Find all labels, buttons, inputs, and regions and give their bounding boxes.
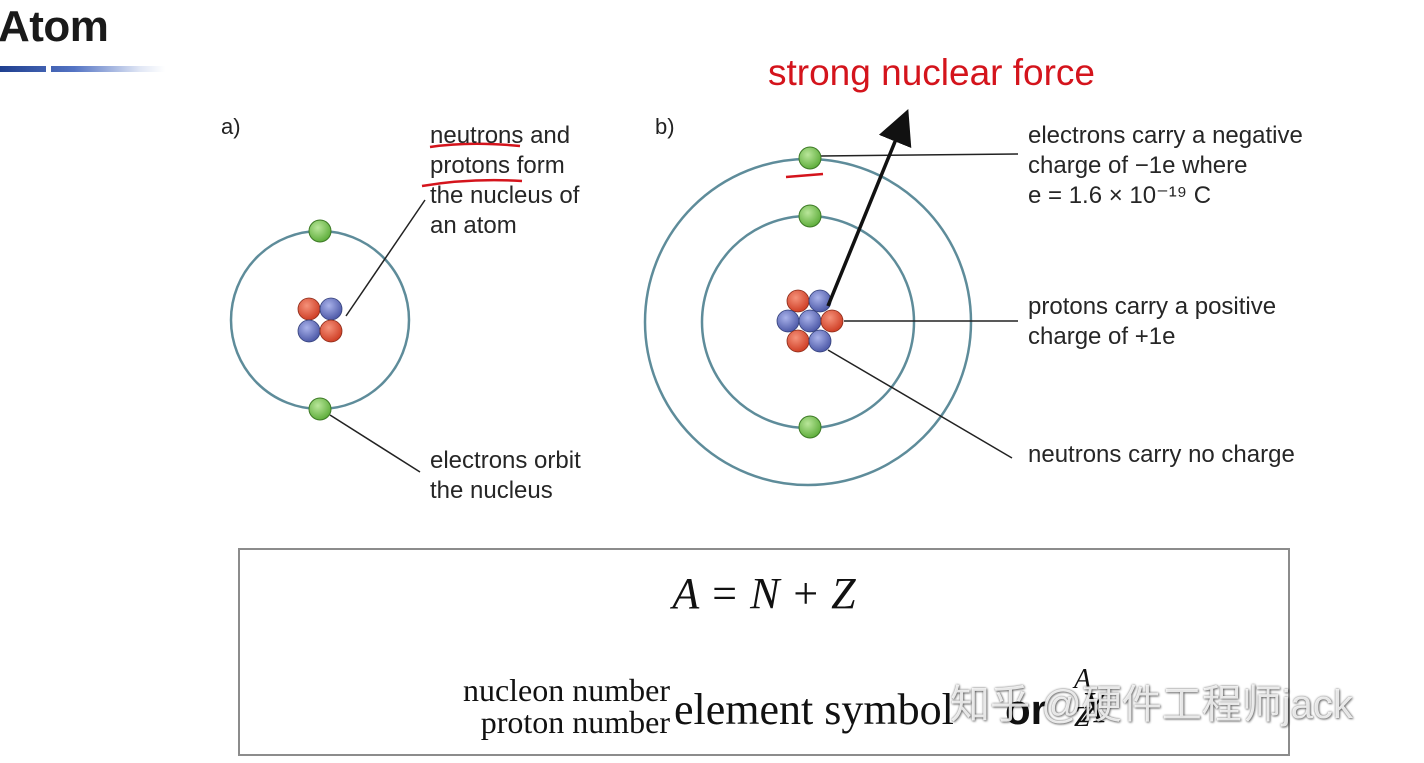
nucleon-number-label: nucleon number (462, 672, 670, 708)
red-underline-neutrons (429, 142, 521, 149)
neutron (297, 319, 321, 343)
neutron (776, 309, 800, 333)
nucleus-b (776, 289, 844, 353)
electron-b-outer (798, 146, 822, 170)
or-label: or (1005, 686, 1047, 733)
red-underline-protons (421, 178, 523, 188)
nucleon-equation: A = N + Z (672, 569, 856, 618)
formula-box: A = N + Z nucleon number proton number e… (238, 548, 1290, 756)
annotation-line: charge of +1e (1028, 323, 1176, 350)
strong-force-label: strong nuclear force (768, 52, 1096, 93)
atomic-number-symbol: Z (1074, 702, 1090, 733)
proton (820, 309, 844, 333)
annotation-line: protons carry a positive (1028, 293, 1277, 320)
annotation-line: charge of −1e where (1028, 152, 1248, 179)
annotation-line: electrons orbit (430, 447, 581, 474)
diagram-b-label: b) (655, 114, 675, 139)
annotation-line: the nucleus (430, 477, 553, 504)
diagram-a-label: a) (221, 114, 241, 139)
annotation-line: neutrons and (430, 122, 571, 149)
annotation-line: electrons carry a negative (1028, 122, 1303, 149)
pointer-line-a-electron (329, 414, 421, 473)
neutron (319, 297, 343, 321)
element-symbol-label: element symbol (674, 685, 954, 734)
electron-a-bottom (308, 397, 332, 421)
proton (786, 329, 810, 353)
watermark: 知乎 @硬件工程师jack (950, 683, 1353, 727)
proton-number-label: proton number (480, 704, 670, 740)
annotation-proton-b: protons carry a positive charge of +1e (1028, 292, 1276, 352)
title-underline-bar (0, 66, 165, 72)
red-underline-electron (785, 172, 824, 179)
element-symbol: X (1080, 683, 1107, 732)
neutron (798, 309, 822, 333)
number-labels: nucleon number proton number (390, 674, 670, 738)
slide-title: Atom (0, 2, 109, 51)
neutron (808, 329, 832, 353)
electron-b-inner-bottom (798, 415, 822, 439)
nuclide-symbol: A Z X (1074, 664, 1107, 733)
mass-number-symbol: A (1074, 664, 1092, 695)
pointer-line-b-electron (820, 153, 1019, 157)
annotation-line: an atom (430, 212, 517, 239)
annotation-line: neutrons carry no charge (1028, 441, 1295, 468)
annotation-line: the nucleus of (430, 182, 580, 209)
strong-force-arrow (826, 109, 912, 307)
electron-b-inner-top (798, 204, 822, 228)
orbit-a (229, 229, 411, 411)
proton (297, 297, 321, 321)
neutron (808, 289, 832, 313)
annotation-electron-b: electrons carry a negative charge of −1e… (1028, 121, 1303, 211)
annotation-neutron-b: neutrons carry no charge (1028, 440, 1295, 470)
annotation-line: protons form (430, 152, 565, 179)
annotation-electron-a: electrons orbit the nucleus (430, 446, 581, 506)
nucleus-a (297, 297, 343, 343)
proton (319, 319, 343, 343)
pointer-line-b-neutron (827, 349, 1013, 459)
annotation-line: e = 1.6 × 10⁻¹⁹ C (1028, 182, 1212, 209)
proton (786, 289, 810, 313)
annotation-nucleus-a: neutrons and protons form the nucleus of… (430, 121, 579, 241)
electron-a-top (308, 219, 332, 243)
pointer-line-a-nucleus (345, 199, 426, 317)
